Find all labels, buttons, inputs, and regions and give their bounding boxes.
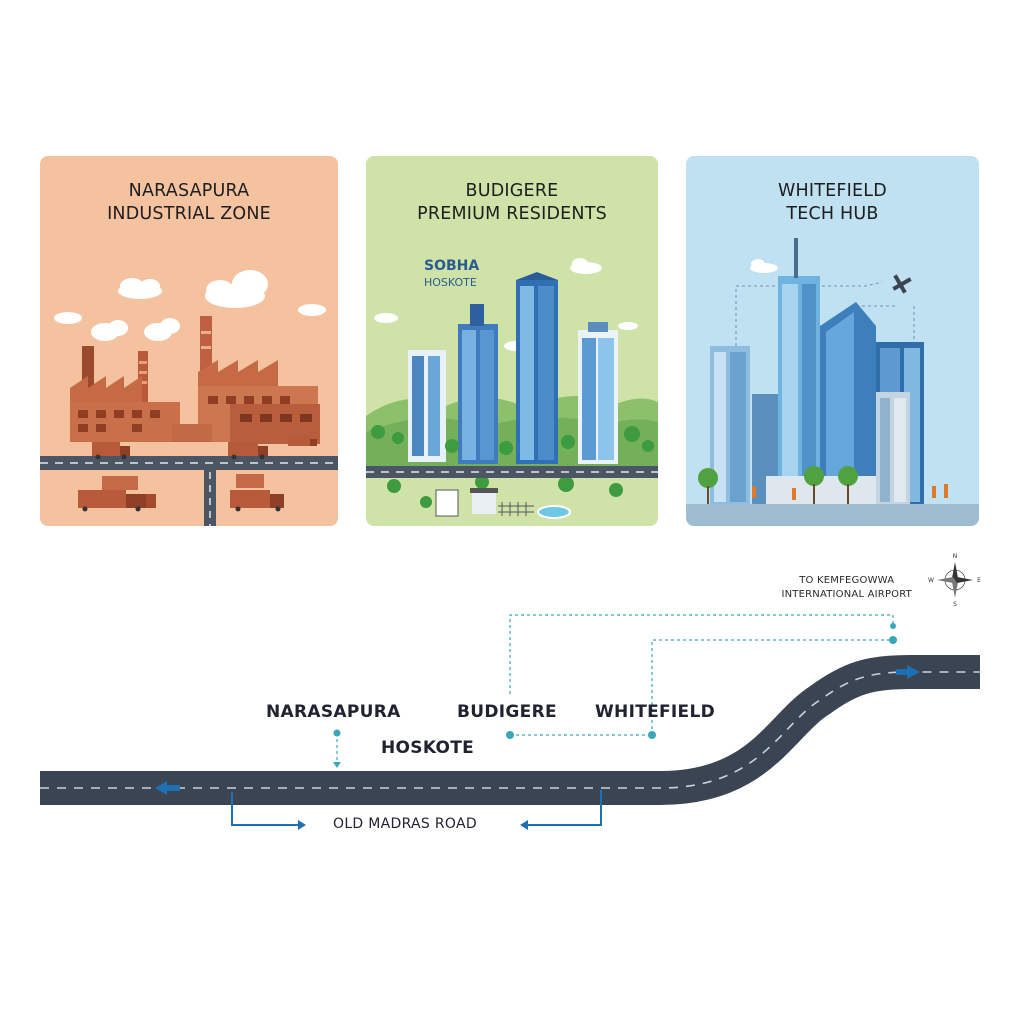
airplane-icon <box>892 274 912 294</box>
tree-icon <box>698 466 858 504</box>
cloud-icon <box>54 270 326 341</box>
title-line: BUDIGERE <box>465 181 559 201</box>
label-whitefield: WHITEFIELD <box>595 702 716 722</box>
truck-icon <box>92 436 317 456</box>
route-map: N S E W <box>40 553 981 830</box>
tree-icon <box>371 425 654 508</box>
label-hoskote: HOSKOTE <box>381 738 475 758</box>
bracket-arrow-left-icon <box>520 820 528 830</box>
label-narasapura: NARASAPURA <box>266 702 401 722</box>
compass-icon: N S E W <box>928 553 981 608</box>
direction-arrow-right-icon <box>896 665 920 679</box>
road <box>366 466 658 478</box>
brand-location: HOSKOTE <box>424 276 477 289</box>
old-madras-road <box>40 655 980 805</box>
connector-dot-icon <box>333 623 897 739</box>
fence <box>498 502 534 516</box>
lane-marking <box>40 671 980 789</box>
panel-title-residential: BUDIGERE PREMIUM RESIDENTS <box>366 180 658 226</box>
title-line: TECH HUB <box>786 204 879 224</box>
wheels <box>82 454 281 512</box>
direction-arrow-left-icon <box>155 781 180 795</box>
title-line: INDUSTRIAL ZONE <box>107 204 271 224</box>
brand-name: SOBHA <box>424 258 480 274</box>
title-line: WHITEFIELD <box>778 181 887 201</box>
label-budigere: BUDIGERE <box>457 702 557 722</box>
compass-s: S <box>953 601 957 608</box>
tech-towers <box>710 238 924 506</box>
industrial-illustration <box>40 270 338 526</box>
factory-right <box>172 316 320 444</box>
title-line: NARASAPURA <box>128 181 250 201</box>
cloud-icon <box>750 259 778 273</box>
panel-title-tech: WHITEFIELD TECH HUB <box>686 180 979 226</box>
residential-towers <box>408 272 618 464</box>
connector-lines <box>336 614 894 762</box>
street <box>686 504 979 526</box>
road-bracket <box>231 790 602 826</box>
title-line: PREMIUM RESIDENTS <box>417 204 607 224</box>
compass-n: N <box>953 553 958 560</box>
road <box>40 456 338 470</box>
pointer-icon <box>333 762 341 768</box>
tech-illustration <box>686 238 979 526</box>
factory-left <box>70 346 180 442</box>
people-icon <box>752 484 948 500</box>
cargo-containers <box>78 474 284 508</box>
bracket-arrow-right-icon <box>298 820 306 830</box>
airport-label: TO KEMFEGOWWA INTERNATIONAL AIRPORT <box>781 574 912 602</box>
residential-illustration <box>366 258 658 519</box>
industrial-zone-panel: NARASAPURA INDUSTRIAL ZONE <box>40 156 338 526</box>
airport-label-line: TO KEMFEGOWWA <box>799 575 895 586</box>
premium-residents-panel: BUDIGERE PREMIUM RESIDENTS SOBHA HOSKOTE <box>366 156 658 526</box>
airport-label-line: INTERNATIONAL AIRPORT <box>781 589 912 600</box>
compass-w: W <box>928 577 934 584</box>
compass-e: E <box>977 577 981 584</box>
panel-title-industrial: NARASAPURA INDUSTRIAL ZONE <box>40 180 338 226</box>
pool <box>537 505 571 519</box>
road-name-label: OLD MADRAS ROAD <box>333 816 477 832</box>
tech-hub-panel: WHITEFIELD TECH HUB <box>686 156 979 526</box>
sign-board <box>435 489 459 517</box>
